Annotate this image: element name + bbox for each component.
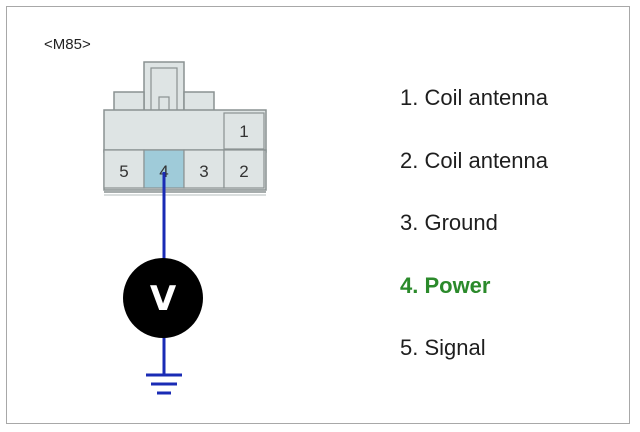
legend-item-2: 2. Coil antenna [400,147,548,173]
connector-housing [103,61,267,153]
legend-item-1: 1. Coil antenna [400,85,548,110]
legend-item-3: 3. Ground [400,210,498,235]
legend-item-5: 5. Signal [400,335,486,360]
pin-legend: 1. Coil antenna 2. Coil antenna 3. Groun… [400,82,548,395]
legend-item-4-highlighted: 4. Power [400,272,491,298]
connector-id-label: <M85> [44,36,91,53]
connector-pin-row [103,149,267,196]
pin-number-4: 4 [159,162,168,181]
pin-number-1: 1 [239,122,248,141]
voltmeter-icon: V [123,258,203,338]
pin-cell-2 [223,149,265,189]
voltmeter-symbol: V [150,279,177,319]
pin-number-3: 3 [199,162,208,181]
ground-icon [146,373,182,395]
pin-number-2: 2 [239,162,248,181]
pin-number-5: 5 [119,162,128,181]
diagram-frame [6,6,630,424]
pin-cell-4-probed [143,149,185,189]
